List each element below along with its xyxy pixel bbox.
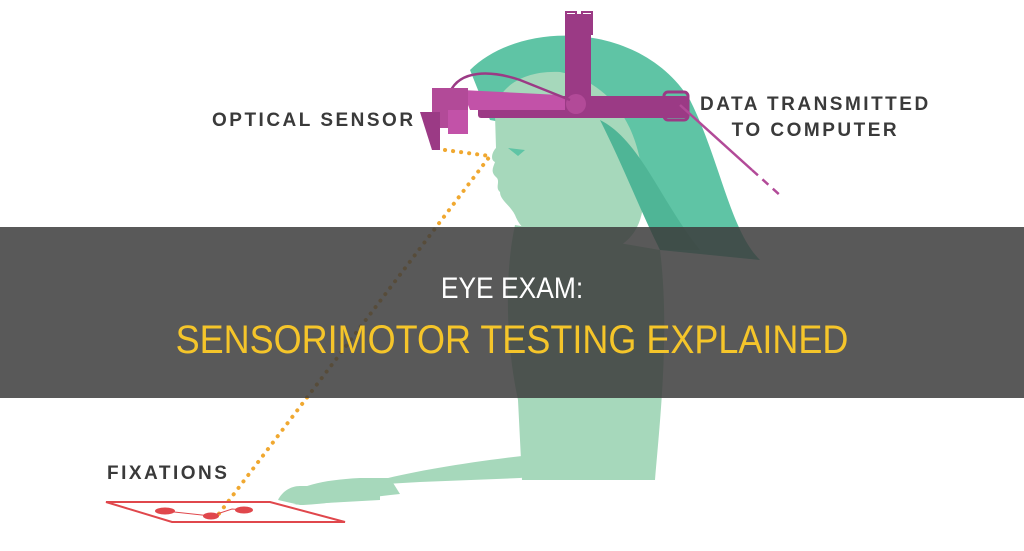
- data-cable-dashed: [751, 169, 783, 198]
- fixation-plane: [105, 501, 346, 523]
- data-transmitted-line1: DATA TRANSMITTED: [700, 94, 931, 115]
- headset-arm: [462, 90, 580, 110]
- fixation-saccades: [164, 508, 245, 517]
- headset-top-cap2: [581, 11, 593, 35]
- person-eye: [508, 148, 525, 156]
- fixations-label: FIXATIONS: [107, 463, 230, 484]
- data-transmitted-label: DATA TRANSMITTED TO COMPUTER: [700, 92, 931, 144]
- banner-title-line2: SENSORIMOTOR TESTING EXPLAINED: [175, 318, 849, 362]
- title-banner: [0, 227, 1024, 398]
- banner-title-line1: EYE EXAM:: [440, 272, 584, 305]
- person-hand: [278, 478, 400, 505]
- data-cable: [679, 104, 753, 171]
- optical-sensor-lens: [448, 110, 468, 134]
- headset-joint: [566, 94, 586, 114]
- gaze-path: [216, 148, 494, 517]
- headset-cable: [448, 72, 571, 102]
- headset-top-cap: [565, 11, 577, 35]
- hair-strand: [600, 120, 700, 250]
- optical-sensor-label: OPTICAL SENSOR: [212, 110, 416, 131]
- optical-sensor-mount: [420, 112, 440, 150]
- data-transmitted-line2: TO COMPUTER: [731, 120, 900, 141]
- headset-back-clip: [662, 90, 690, 122]
